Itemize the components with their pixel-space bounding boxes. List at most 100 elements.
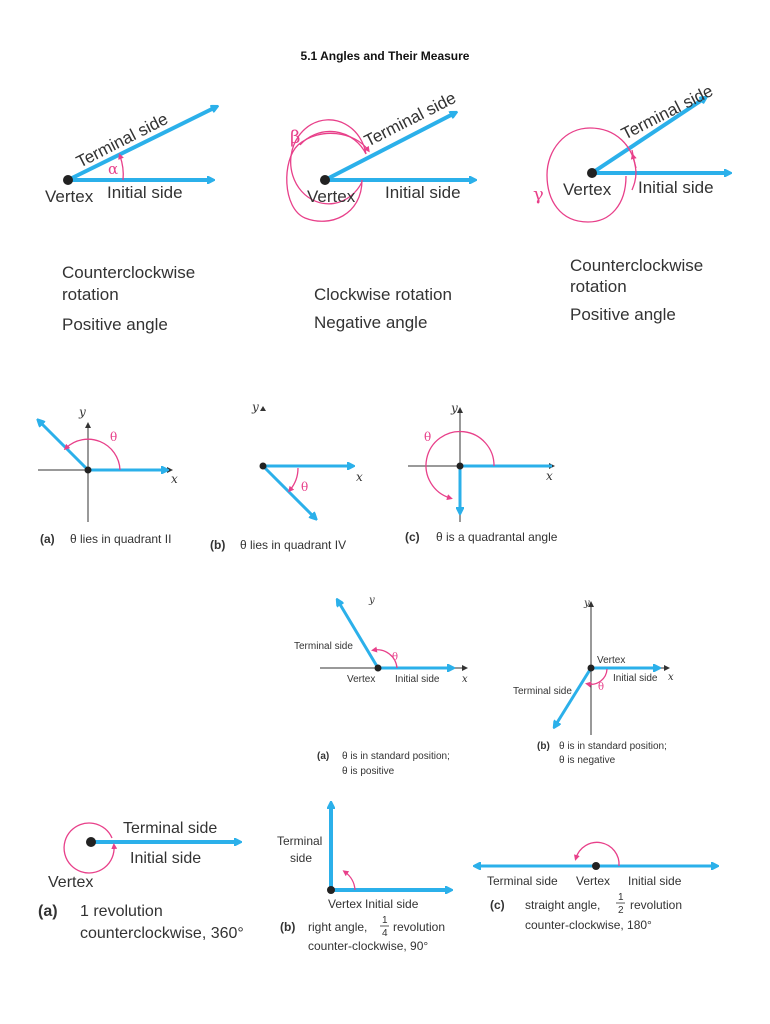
rotation-description-2: rotation xyxy=(570,277,627,296)
vertex-dot xyxy=(84,466,92,474)
figure-right-angle: Terminal side Vertex Initial side (b) ri… xyxy=(277,804,450,953)
figure-negative-angle-beta: Terminal side β Vertex Initial side Cloc… xyxy=(286,88,474,332)
vertex-label: Vertex xyxy=(307,187,356,206)
y-axis-arrow-icon xyxy=(260,406,266,411)
y-axis-label: y xyxy=(450,401,458,415)
vertex-dot xyxy=(327,886,335,894)
caption-tag: (c) xyxy=(405,530,420,544)
caption-line-2: counter-clockwise, 180° xyxy=(525,918,652,932)
angle-arc xyxy=(286,132,370,222)
vertex-dot xyxy=(587,664,595,672)
caption-line-2: θ is negative xyxy=(559,755,616,766)
terminal-side-label: Terminal side xyxy=(123,820,217,837)
angle-arc xyxy=(425,430,495,500)
vertex-dot xyxy=(86,837,96,847)
theta-label: θ xyxy=(424,430,431,444)
theta-label: θ xyxy=(301,480,308,494)
initial-side-label: Initial side xyxy=(365,897,419,911)
angle-sign: Positive angle xyxy=(570,305,676,324)
caption-tag: (a) xyxy=(317,751,329,762)
caption-line-1: θ is in standard position; xyxy=(342,751,450,762)
terminal-side-label-2: side xyxy=(290,851,312,865)
rotation-description: Counterclockwise xyxy=(62,263,195,282)
angle-label: γ xyxy=(533,184,544,205)
vertex-label: Vertex xyxy=(45,187,94,206)
vertex-label: Vertex xyxy=(576,874,610,888)
fraction-numerator: 1 xyxy=(618,892,624,903)
initial-side-label: Initial side xyxy=(107,183,183,202)
x-axis-label: x xyxy=(668,672,674,683)
angle-arc xyxy=(342,870,356,891)
initial-side-label: Initial side xyxy=(613,673,658,684)
theta-label: θ xyxy=(110,430,117,444)
figure-standard-position-negative: y x θ Terminal side Vertex Initial side … xyxy=(513,598,674,766)
terminal-side-label: Terminal side xyxy=(487,874,558,888)
figure-straight-angle: Terminal side Vertex Initial side (c) st… xyxy=(476,841,716,932)
caption-prefix: straight angle, xyxy=(525,898,600,912)
terminal-side-label: Terminal side xyxy=(618,81,716,143)
initial-side-label: Initial side xyxy=(385,183,461,202)
initial-side-label: Initial side xyxy=(628,874,682,888)
terminal-side-ray xyxy=(39,421,90,472)
terminal-side-label: Terminal side xyxy=(513,686,572,697)
figure-positive-angle-gamma: Terminal side γ Vertex Initial side Coun… xyxy=(533,81,729,324)
caption-suffix: revolution xyxy=(630,898,682,912)
caption-line-1: 1 revolution xyxy=(80,903,163,920)
caption-line-1: θ is in standard position; xyxy=(559,741,667,752)
rotation-description-2: rotation xyxy=(62,285,119,304)
angle-sign: Negative angle xyxy=(314,313,427,332)
terminal-side-ray xyxy=(338,601,380,669)
angle-label: α xyxy=(108,160,118,178)
vertex-label: Vertex xyxy=(48,874,93,891)
caption: θ lies in quadrant IV xyxy=(240,538,346,552)
theta-label: θ xyxy=(392,652,398,663)
angle-arc xyxy=(63,822,118,874)
figure-quadrant-ii: y x θ (a) θ lies in quadrant II xyxy=(38,405,178,546)
angle-arc xyxy=(118,153,124,181)
terminal-side-ray xyxy=(67,107,216,182)
vertex-dot xyxy=(456,462,464,470)
x-axis-label: x xyxy=(462,674,468,685)
vertex-label: Vertex xyxy=(563,180,612,199)
vertex-label: Vertex xyxy=(328,897,362,911)
x-axis-label: x xyxy=(171,472,178,486)
figure-positive-angle-alpha: Terminal side α Vertex Initial side Coun… xyxy=(45,107,216,334)
angle-label: β xyxy=(290,127,300,148)
terminal-side-ray xyxy=(555,667,593,726)
fraction-denominator: 4 xyxy=(382,928,388,939)
angle-sign: Positive angle xyxy=(62,315,168,334)
fraction-denominator: 2 xyxy=(618,905,624,916)
vertex-dot xyxy=(592,862,600,870)
x-axis-label: x xyxy=(356,470,363,484)
initial-side-label: Initial side xyxy=(395,674,440,685)
y-axis-label: y xyxy=(251,400,259,414)
vertex-dot xyxy=(259,462,267,470)
vertex-dot xyxy=(320,175,330,185)
terminal-side-ray xyxy=(324,113,455,182)
angle-arc xyxy=(63,438,121,471)
terminal-side-label: Terminal side xyxy=(294,641,353,652)
caption-tag: (a) xyxy=(40,532,55,546)
caption-tag: (c) xyxy=(490,898,505,912)
angle-arc xyxy=(371,646,398,669)
y-axis-label: y xyxy=(368,595,375,606)
vertex-label: Vertex xyxy=(347,674,375,685)
figure-quadrantal-angle: y x θ (c) θ is a quadrantal angle xyxy=(405,401,558,544)
angle-arc xyxy=(574,841,620,867)
caption-prefix: right angle, xyxy=(308,920,367,934)
angle-arc xyxy=(288,467,299,493)
initial-side-label: Initial side xyxy=(130,850,201,867)
vertex-dot xyxy=(63,175,73,185)
figure-quadrant-iv: y x θ (b) θ lies in quadrant IV xyxy=(210,400,363,552)
rotation-description: Clockwise rotation xyxy=(314,285,452,304)
caption-line-2: counterclockwise, 360° xyxy=(80,925,244,942)
y-axis-label: y xyxy=(583,598,590,609)
caption-line-2: counter-clockwise, 90° xyxy=(308,939,428,953)
caption: θ lies in quadrant II xyxy=(70,532,171,546)
fraction-numerator: 1 xyxy=(382,915,388,926)
caption-line-2: θ is positive xyxy=(342,766,395,777)
theta-label: θ xyxy=(598,682,604,693)
x-axis-label: x xyxy=(546,469,553,483)
terminal-side-ray xyxy=(590,98,705,175)
